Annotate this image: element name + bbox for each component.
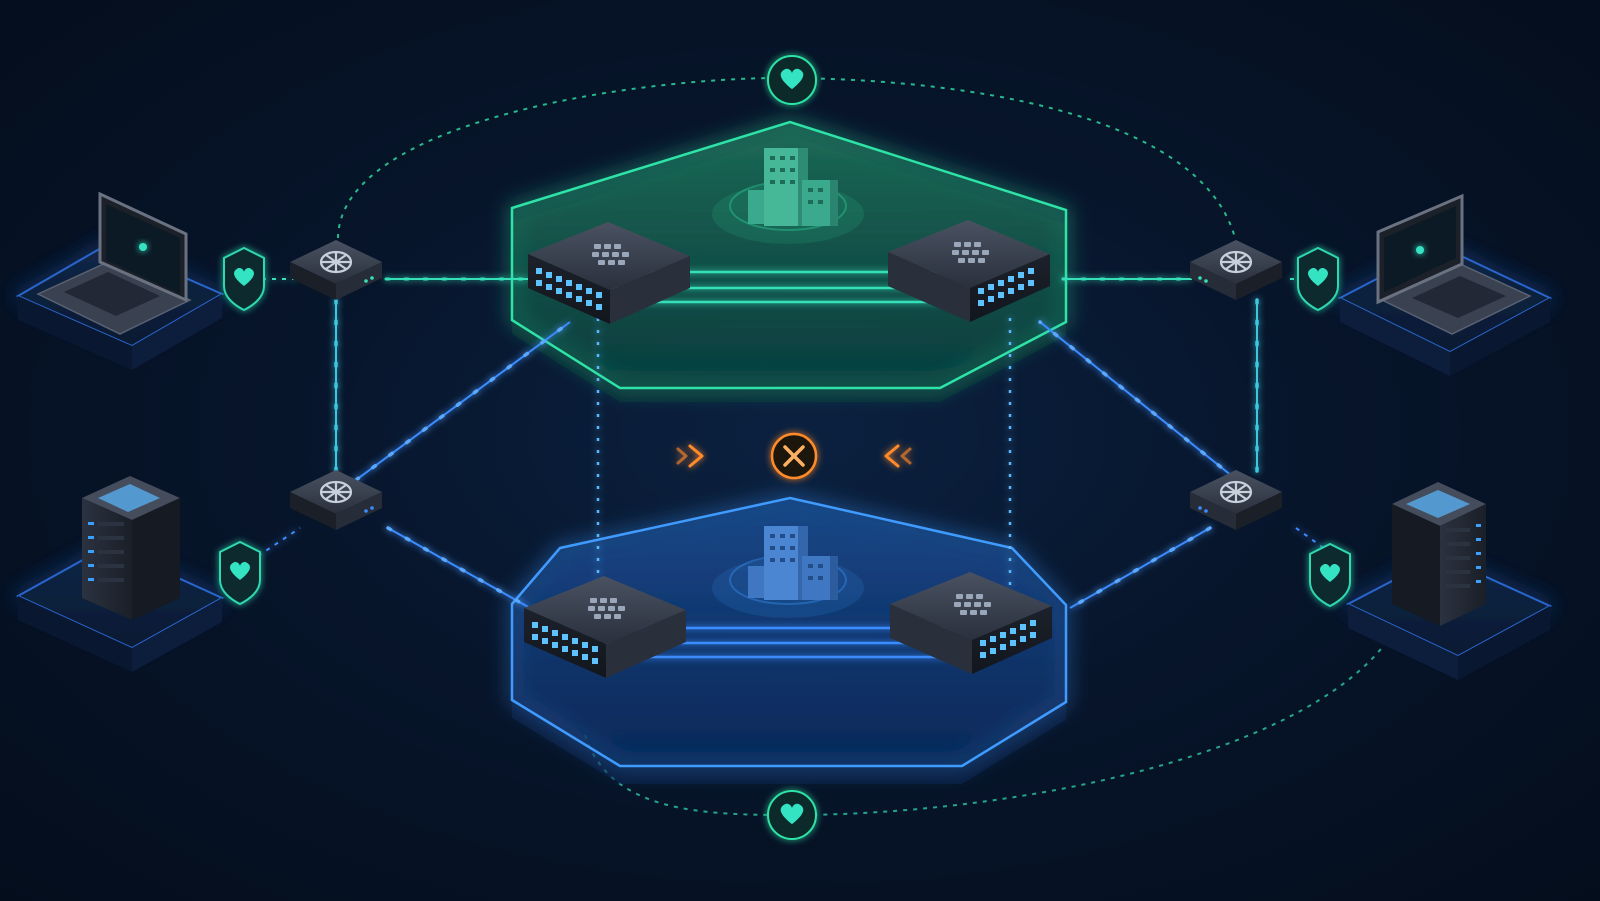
primary-core-switch-right	[888, 220, 1050, 322]
router-bottom-left	[290, 470, 382, 530]
x-mark-icon	[770, 432, 818, 480]
secondary-core-switch-left	[524, 576, 686, 678]
server-right	[1345, 482, 1553, 680]
router-wheel-icon	[319, 480, 353, 504]
shield-laptop-left	[223, 246, 265, 312]
heartbeat-top	[767, 55, 817, 105]
primary-core-switch-left	[528, 222, 690, 324]
building-cluster-icon	[712, 148, 864, 244]
router-top-right	[1190, 240, 1282, 300]
shield-server-right	[1309, 542, 1351, 608]
shield-laptop-right	[1297, 246, 1339, 312]
primary-datacenter-zone	[510, 120, 1068, 402]
router-top-left	[290, 240, 382, 300]
router-bottom-right	[1190, 470, 1282, 530]
laptop-icon	[36, 191, 192, 335]
secondary-core-switch-right	[890, 572, 1052, 674]
laptop-left	[15, 191, 225, 370]
server-rack-icon	[1392, 482, 1486, 626]
laptop-right	[1337, 193, 1553, 376]
server-left	[15, 476, 225, 672]
inter-zone-links	[596, 318, 1012, 585]
secondary-datacenter-zone	[510, 496, 1068, 784]
building-cluster-icon	[712, 526, 864, 618]
laptop-icon	[1376, 193, 1532, 335]
router-wheel-icon	[319, 250, 353, 274]
shield-server-left	[219, 540, 261, 606]
heartbeat-bottom	[767, 790, 817, 840]
split-brain-blocked	[600, 432, 990, 480]
router-wheel-icon	[1219, 480, 1253, 504]
server-rack-icon	[82, 476, 180, 620]
heartbeat-link	[337, 76, 1389, 817]
router-wheel-icon	[1219, 250, 1253, 274]
